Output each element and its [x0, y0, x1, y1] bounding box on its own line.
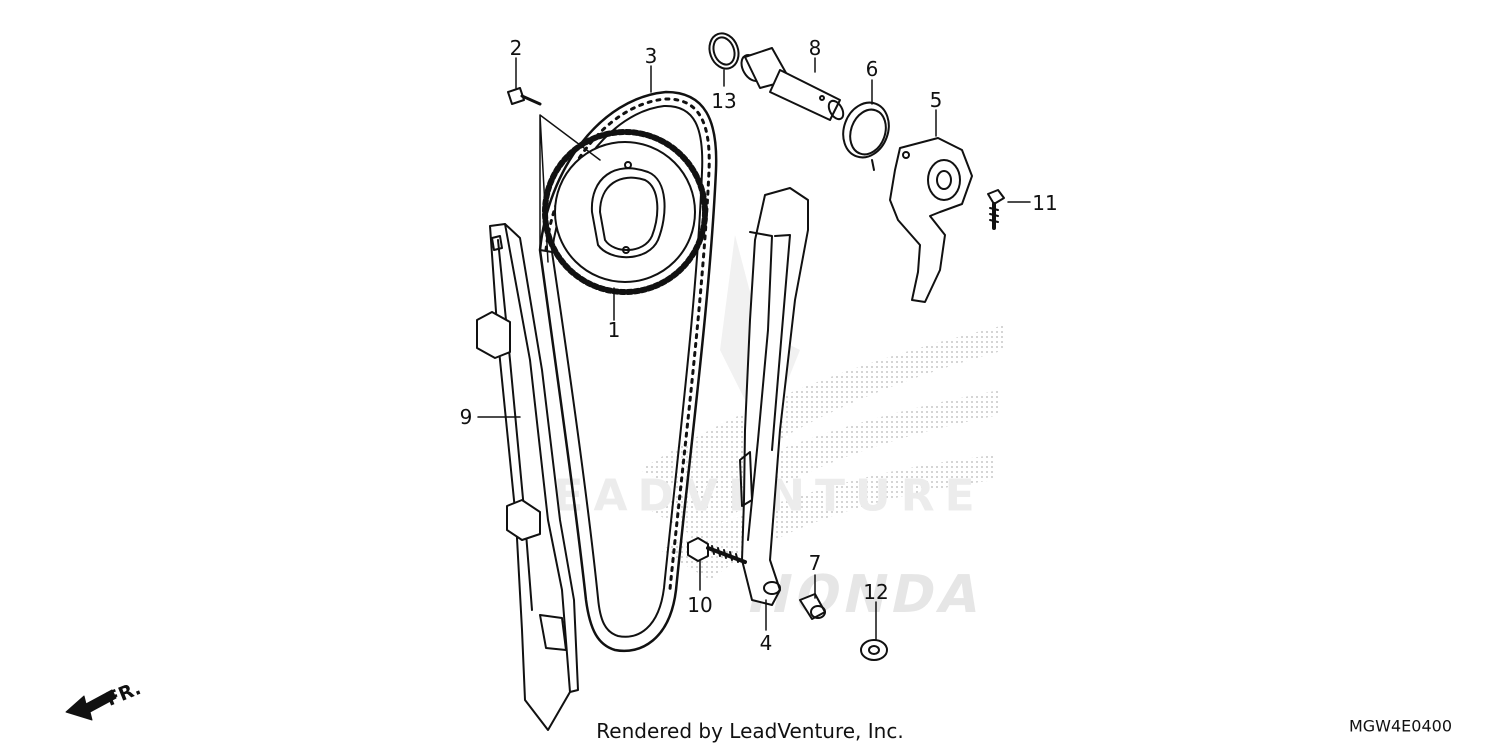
callout-12[interactable]: 12	[863, 580, 889, 604]
front-arrow-icon	[65, 689, 117, 721]
o-ring-13	[708, 32, 740, 70]
lifter-arm-5	[889, 137, 973, 303]
callout-6[interactable]: 6	[865, 57, 879, 81]
collar-7	[799, 593, 826, 620]
callout-4[interactable]: 4	[759, 631, 773, 655]
cam-chain	[538, 90, 718, 653]
callout-13[interactable]: 13	[711, 89, 737, 113]
bolt-2	[507, 87, 542, 106]
callout-2[interactable]: 2	[509, 36, 523, 60]
callout-10[interactable]: 10	[687, 593, 713, 617]
callout-5[interactable]: 5	[929, 88, 943, 112]
cam-sprocket	[542, 129, 708, 295]
bolt-11	[987, 189, 1005, 230]
leader-lines	[477, 57, 1031, 641]
cam-chain-tensioner	[739, 187, 809, 606]
callout-3[interactable]: 3	[644, 44, 658, 68]
render-credit: Rendered by LeadVenture, Inc.	[596, 719, 904, 743]
callout-11[interactable]: 11	[1032, 191, 1058, 215]
callout-1[interactable]: 1	[607, 318, 621, 342]
pivot-shaft-8	[740, 47, 845, 121]
nut-12	[860, 639, 888, 661]
bolt-10	[687, 537, 747, 564]
callout-7[interactable]: 7	[808, 551, 822, 575]
callout-8[interactable]: 8	[808, 36, 822, 60]
cam-chain-guide	[476, 223, 579, 731]
spring-6	[842, 101, 890, 171]
callout-9[interactable]: 9	[459, 405, 473, 429]
diagram-code: MGW4E0400	[1348, 716, 1452, 736]
